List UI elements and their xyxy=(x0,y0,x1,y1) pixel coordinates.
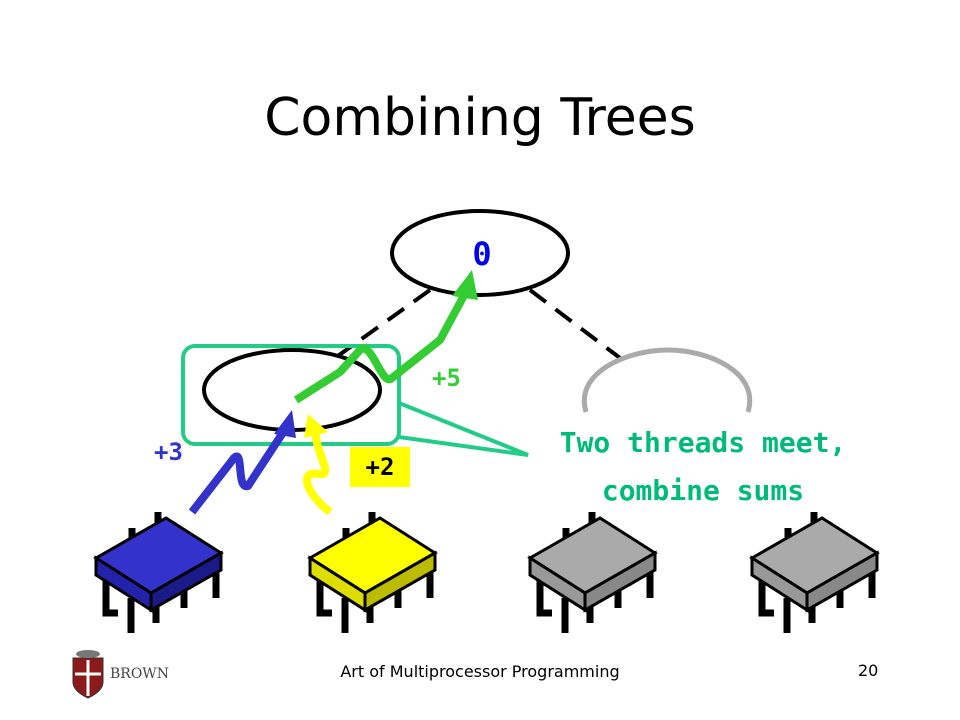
footer-title: Art of Multiprocessor Programming xyxy=(340,662,620,681)
thread-b-arrowhead xyxy=(304,414,328,438)
brown-wordmark: BROWN xyxy=(110,666,169,682)
thread-a-arrow xyxy=(188,425,290,515)
tree-edge-right xyxy=(528,288,622,360)
combined-sum-arrow xyxy=(293,286,472,404)
root-value: 0 xyxy=(472,235,491,273)
combined-arrowhead xyxy=(452,270,478,300)
combined-sum-label: +5 xyxy=(432,364,461,392)
callout-box xyxy=(181,344,401,446)
page-number: 20 xyxy=(858,661,879,680)
thread-b-label-bg xyxy=(350,447,410,487)
callout-line-1: Two threads meet, xyxy=(560,426,847,459)
thread-b-label: +2 xyxy=(366,453,395,481)
root-node xyxy=(390,209,570,297)
processor-gray-1 xyxy=(527,512,658,633)
right-child-node xyxy=(581,347,753,413)
thread-a-arrowhead xyxy=(274,410,296,438)
thread-a-label: +3 xyxy=(154,438,183,466)
brown-logo: BROWN xyxy=(72,650,169,699)
callout-pointer xyxy=(398,401,529,457)
processor-yellow xyxy=(307,512,438,633)
slide-title: Combining Trees xyxy=(264,88,696,148)
thread-b-arrow xyxy=(303,431,333,516)
processor-gray-2 xyxy=(749,512,880,633)
processor-blue xyxy=(93,512,224,633)
callout-line-2: combine sums xyxy=(602,474,804,507)
